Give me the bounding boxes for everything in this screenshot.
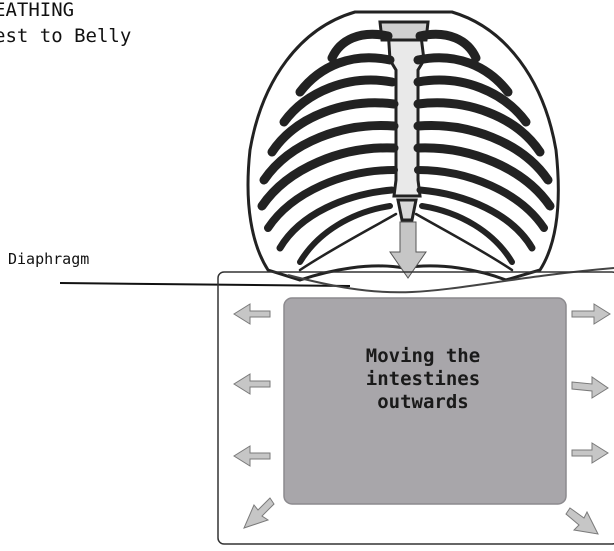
right-arrow-icon <box>572 377 608 398</box>
left-arrow-icon <box>234 446 270 466</box>
diagonal-arrow-icon <box>566 508 598 534</box>
outward-arrows-left <box>234 304 274 528</box>
left-arrow-icon <box>234 304 270 324</box>
right-arrow-icon <box>572 304 610 324</box>
belly-caption-line-1: Moving the <box>318 345 528 368</box>
right-arrow-icon <box>572 443 608 463</box>
diaphragm-pointer-line <box>60 283 350 286</box>
belly-caption: Moving the intestines outwards <box>318 345 528 414</box>
outward-arrows-right <box>566 304 610 534</box>
down-arrow-icon <box>390 222 426 278</box>
belly-caption-line-3: outwards <box>318 391 528 414</box>
diaphragm-label: Diaphragm <box>8 250 89 268</box>
left-arrow-icon <box>234 374 270 394</box>
belly-caption-line-2: intestines <box>318 368 528 391</box>
diagonal-arrow-icon <box>244 498 274 528</box>
